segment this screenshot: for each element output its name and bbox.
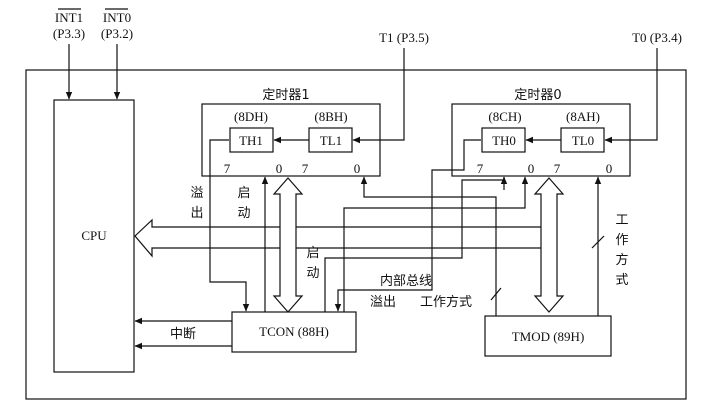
timer1-bit-7-high: 7 (224, 161, 231, 176)
t0-pin-label: T0 (P3.4) (632, 30, 682, 45)
th0-register (481, 127, 526, 153)
start-a-char-2: 动 (237, 206, 250, 221)
timer0-bit-7-low: 7 (554, 161, 561, 176)
mode-vertical-char-1: 工 (615, 213, 628, 228)
overflow-char-2: 出 (190, 206, 203, 221)
mode-bus-slash-2 (591, 235, 605, 249)
int1-pin-port: (P3.3) (53, 26, 85, 41)
tcon-register (231, 311, 357, 353)
mode-vertical-char-4: 式 (615, 273, 628, 288)
timer0-title: 定时器0 (514, 88, 561, 103)
interrupt-label: 中断 (170, 327, 196, 342)
th1-label: TH1 (239, 133, 263, 148)
start-b-char-2: 动 (306, 266, 319, 281)
overflow-label: 溢出 (370, 295, 396, 310)
timer1-bit-0-high: 0 (276, 161, 283, 176)
internal-bus-to-cpu (134, 218, 550, 258)
start-a-char-1: 启 (237, 186, 250, 201)
timer0-bit-0-low: 0 (606, 161, 613, 176)
int1-pin-name: INT1 (55, 10, 83, 25)
int0-pin-port: (P3.2) (101, 26, 133, 41)
tl1-label: TL1 (320, 133, 342, 148)
tl0-start-line (343, 176, 529, 313)
t1-pin-to-tl1-line (352, 48, 405, 144)
th1-register (229, 127, 274, 153)
timer0-bit-7-high: 7 (477, 161, 484, 176)
timer1-bit-7-low: 7 (302, 161, 309, 176)
bus-tap-timer0 (533, 177, 565, 313)
tl0-address: (8AH) (566, 109, 600, 124)
th0-overflow-line (334, 139, 481, 312)
mode-vertical-char-2: 作 (615, 233, 628, 248)
tmod-mode-to-timer1 (360, 176, 497, 316)
th1-overflow-line (209, 139, 250, 312)
th1-address: (8DH) (234, 109, 268, 124)
th0-address: (8CH) (488, 109, 521, 124)
th0-label: TH0 (492, 133, 516, 148)
cpu-label: CPU (81, 228, 107, 243)
t0-pin-to-tl0-line (604, 48, 658, 144)
mode-label: 工作方式 (420, 294, 472, 310)
int0-pin-name: INT0 (103, 10, 131, 25)
tmod-register (484, 315, 612, 357)
timer0-bit-0-high: 0 (528, 161, 535, 176)
internal-bus-label: 内部总线 (380, 273, 432, 289)
tl1-address: (8BH) (314, 109, 347, 124)
timer1-title: 定时器1 (262, 88, 309, 103)
tcon-label: TCON (88H) (259, 324, 329, 339)
tl0-label: TL0 (572, 133, 594, 148)
tmod-label: TMOD (89H) (512, 329, 585, 344)
mode-bus-slash-1 (490, 287, 502, 301)
overflow-char-1: 溢 (190, 186, 203, 201)
t1-pin-label: T1 (P3.5) (379, 30, 429, 45)
mode-vertical-char-3: 方 (615, 252, 628, 268)
cpu-block (53, 99, 135, 373)
chip-boundary (25, 69, 687, 400)
timer1-bit-0-low: 0 (354, 161, 361, 176)
start-b-char-1: 启 (306, 246, 319, 261)
